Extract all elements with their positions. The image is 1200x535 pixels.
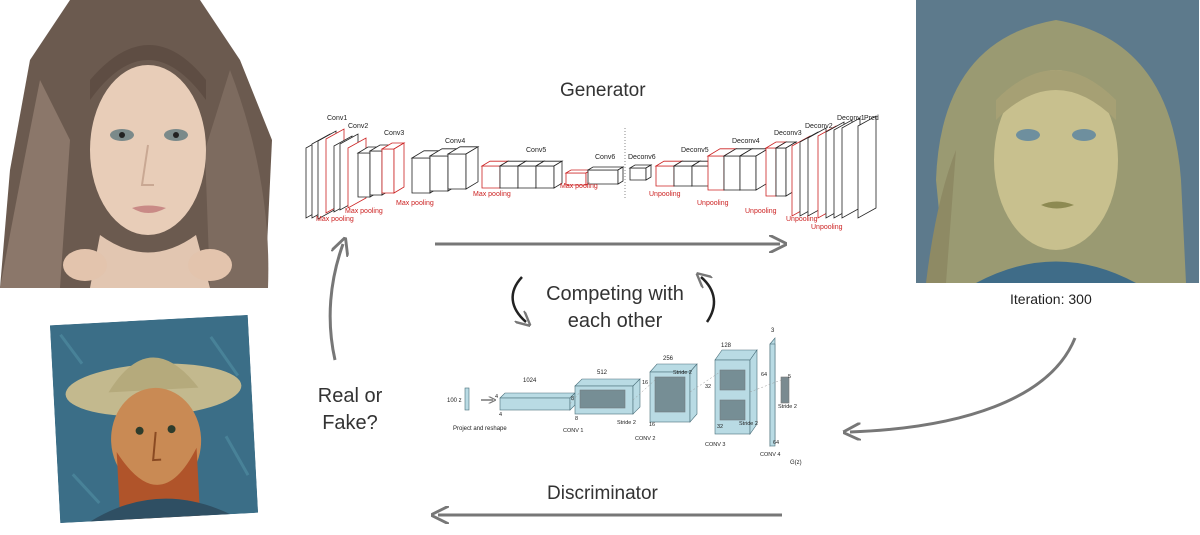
deconv4-block-b [738,148,770,191]
dim-32-label-1: 32 [705,384,711,390]
pool3-block [380,142,406,194]
pooling-label-5: Max pooling [560,183,598,190]
unpooling-label-1: Unpooling [649,191,681,198]
input-100z-label: 100 z [447,398,462,404]
curve-arrow-right [850,337,1077,432]
conv3-label: Conv3 [384,130,404,137]
deconv6-block [628,164,653,181]
iteration-label: Iteration: 300 [1010,291,1092,307]
competing-arrow-left [511,276,526,322]
competing-arrow-right [701,277,716,323]
conv4-label: Conv4 [445,138,465,145]
conv5-label: Conv5 [526,147,546,154]
pooling-label-1: Max pooling [316,216,354,223]
conv1-d-label: CONV 1 [563,428,583,434]
deconv1-label: Deconv1 [837,115,865,122]
competing-line-1: Competing with [546,283,684,305]
dim-64-label-1: 64 [761,372,767,378]
stride-label-3: Stride 2 [739,421,758,427]
conv6-block [586,166,625,185]
dim-8-label-1: 8 [571,396,574,402]
dim-64-label-2: 64 [773,440,779,446]
conv1-label: Conv1 [327,115,347,122]
deconv3-label: Deconv3 [774,130,802,137]
unpooling-label-4: Unpooling [786,216,818,223]
deconv2-label: Deconv2 [805,123,833,130]
stride-label-1: Stride 2 [617,420,636,426]
real-line-2: Fake? [322,412,378,434]
dim-16-label-1: 16 [642,380,648,386]
deconv5-label: Deconv5 [681,147,709,154]
conv4-d-label: CONV 4 [760,452,780,458]
conv2-d-label: CONV 2 [635,436,655,442]
generator-network-diagram: Conv1 Conv2 Conv3 Conv4 Conv5 Conv6 Deco… [300,108,900,238]
size-128-label: 128 [721,343,732,349]
conv4-block-c [446,146,480,190]
dim-16-label-2: 16 [649,422,655,428]
pred-label: Pred [864,115,879,122]
conv5-block-c [534,160,564,189]
dim-4-label-1: 4 [495,394,498,400]
gz-label: G(z) [790,460,802,466]
woman-portrait-image [0,0,272,288]
discriminator-network-diagram: 100 z Project and reshape 1024 512 256 1… [445,322,825,472]
generator-title: Generator [560,80,646,101]
unpooling-label-5: Unpooling [811,224,843,231]
deconv4-label: Deconv4 [732,138,760,145]
conv6-label: Conv6 [595,154,615,161]
dim-32-label-2: 32 [717,424,723,430]
size-256-label: 256 [663,356,674,362]
dim-5-label: 5 [788,374,791,380]
competing-line-2: each other [567,310,663,332]
size-3-label: 3 [771,328,775,334]
deconv6-label: Deconv6 [628,154,656,161]
unpooling-label-3: Unpooling [745,208,777,215]
pooling-label-2: Max pooling [345,208,383,215]
dim-8-label-2: 8 [575,416,578,422]
real-line-1: Real or [317,385,383,407]
discriminator-title: Discriminator [547,483,658,504]
pred-slab [857,115,877,219]
competing-text: Competing with each other [540,281,690,335]
size-512-label: 512 [597,370,608,376]
conv3-d-label: CONV 3 [705,442,725,448]
size-1024-label: 1024 [523,378,537,384]
stride-label-2: Stride 2 [673,370,692,376]
stride-label-4: Stride 2 [778,404,797,410]
project-reshape-label: Project and reshape [453,426,507,432]
unpooling-label-2: Unpooling [697,200,729,207]
generated-face-image [916,0,1199,283]
pooling-label-4: Max pooling [473,191,511,198]
conv2-label: Conv2 [348,123,368,130]
dim-4-label-2: 4 [499,412,502,418]
pooling-label-3: Max pooling [396,200,434,207]
van-gogh-painting-image [49,314,259,524]
deconv1-slab-c [841,117,861,219]
real-or-fake-text: Real or Fake? [305,383,395,437]
vertical-arrow-left [328,244,343,361]
